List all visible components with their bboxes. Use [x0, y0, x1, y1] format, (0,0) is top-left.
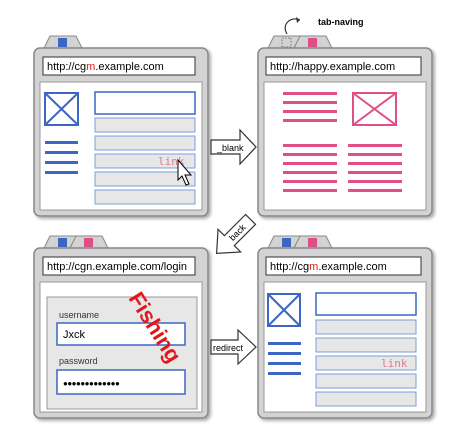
- password-label: password: [59, 356, 98, 366]
- username-value: Jxck: [63, 329, 86, 341]
- image-placeholder-icon: [352, 92, 397, 126]
- arrow-blank-label: _blank: [216, 143, 244, 153]
- username-label: username: [59, 310, 99, 320]
- address-url: http://cgn.example.com/login: [47, 261, 187, 273]
- tab-favicon-icon: [308, 38, 317, 47]
- address-bar[interactable]: [42, 56, 196, 76]
- tab-favicon-icon: [58, 238, 67, 247]
- link-text[interactable]: link: [381, 357, 408, 370]
- pink-text-columns: [283, 144, 402, 192]
- pink-text-lines: [283, 92, 337, 122]
- tab-favicon-icon: [281, 37, 292, 48]
- arrow-blank: _blank: [210, 128, 257, 166]
- tab-note: tab-naving: [318, 17, 364, 27]
- image-placeholder-icon: [44, 92, 79, 126]
- tab-favicon-icon: [308, 238, 317, 247]
- tab-favicon-icon: [84, 238, 93, 247]
- header-box: [94, 91, 196, 115]
- arrow-redirect-label: redirect: [213, 343, 244, 353]
- text-lines: [45, 141, 78, 174]
- window-bottom-left: http://cgn.example.com/login username Jx…: [33, 235, 209, 419]
- header-box: [315, 292, 417, 316]
- text-lines: [268, 342, 301, 375]
- mouse-cursor-icon: [177, 158, 193, 186]
- tab-favicon-icon: [282, 238, 291, 247]
- address-bar[interactable]: [265, 256, 422, 276]
- tab-favicon-icon: [58, 38, 67, 47]
- arrow-redirect: redirect: [210, 328, 257, 366]
- field-list: [315, 319, 417, 407]
- address-url: http://cgm.example.com: [270, 261, 387, 273]
- password-input[interactable]: [56, 369, 186, 395]
- field-list: [94, 117, 196, 205]
- username-input[interactable]: [56, 322, 186, 346]
- window-bottom-right: http://cgm.example.com link: [257, 235, 433, 419]
- arrow-back: back: [215, 213, 257, 255]
- window-top-left: http://cgm.example.com link: [33, 35, 209, 217]
- address-url: http://cgm.example.com: [47, 61, 164, 73]
- password-value: ●●●●●●●●●●●●●: [63, 379, 120, 388]
- image-placeholder-icon: [267, 293, 301, 327]
- address-bar[interactable]: [265, 56, 422, 76]
- address-url: http://happy.example.com: [270, 61, 395, 73]
- window-top-right: tab-naving http://happy.example.com: [257, 17, 433, 217]
- address-bar[interactable]: [42, 256, 196, 276]
